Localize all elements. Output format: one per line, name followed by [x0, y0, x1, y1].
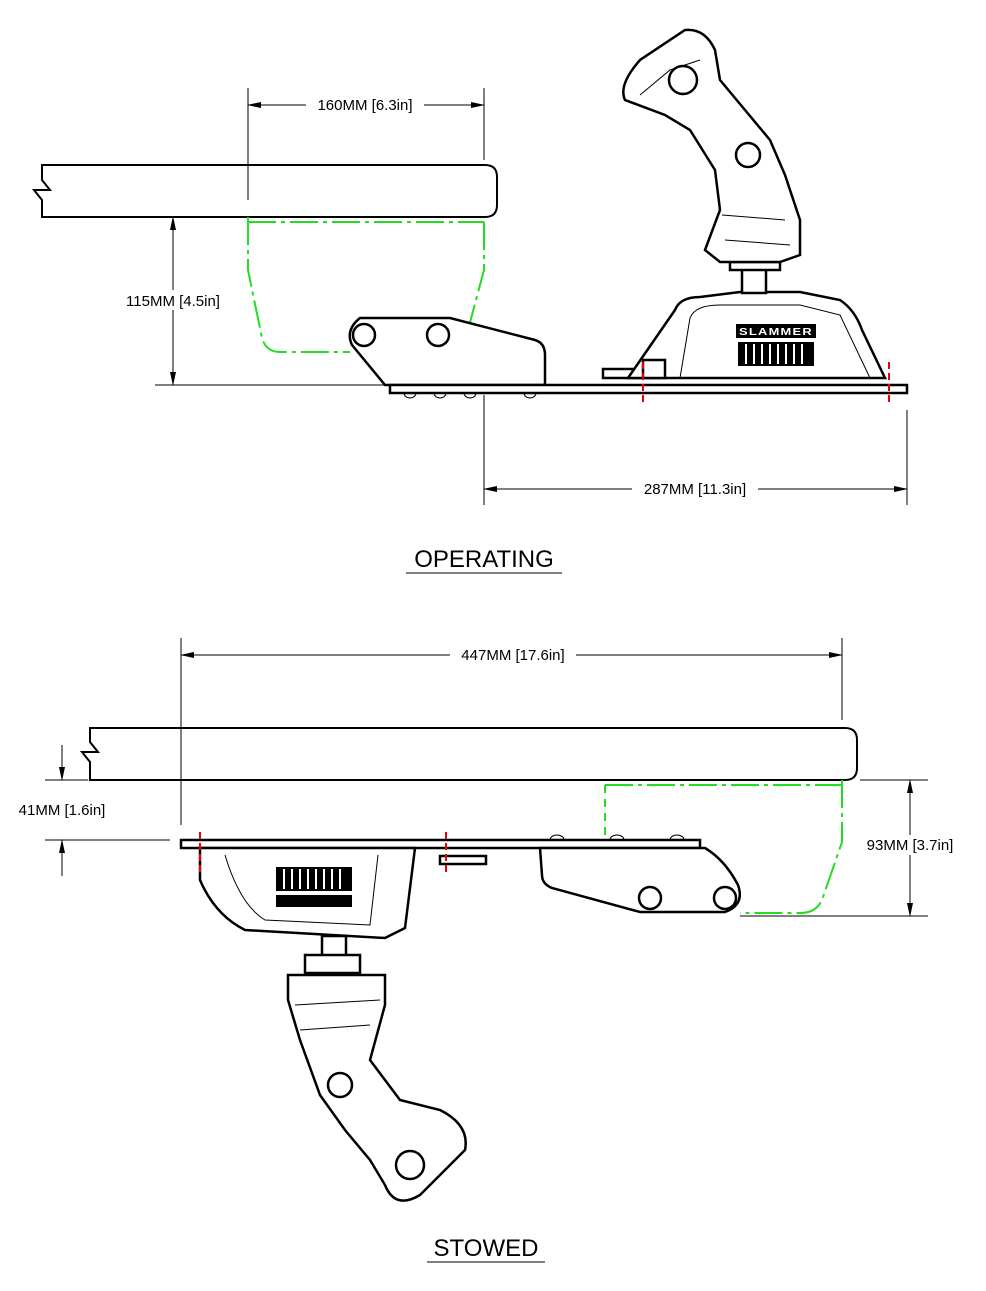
- bolts: [403, 392, 537, 399]
- dimension-label: 287MM [11.3in]: [644, 481, 746, 498]
- stowed-view: 447MM [17.6in] 41MM [1.6in] 93MM [3.7in]…: [19, 638, 962, 1263]
- dimension-label: 447MM [17.6in]: [461, 647, 564, 664]
- dimension-label: 160MM [6.3in]: [317, 97, 412, 114]
- mount-logo-text: SLAMMER: [739, 327, 813, 338]
- view-title-operating: OPERATING: [414, 546, 554, 573]
- dimension-length: 447MM [17.6in]: [180, 638, 843, 825]
- base-plate: [388, 383, 909, 395]
- mount-logo-plate: [736, 324, 816, 338]
- rod-holder-mount: SLAMMER: [601, 28, 887, 380]
- mount-bracket: [348, 316, 547, 387]
- dimension-label: 41MM [1.6in]: [19, 802, 106, 819]
- dimension-height: 115MM [4.5in]: [116, 216, 388, 386]
- view-title-stowed: STOWED: [434, 1235, 539, 1262]
- dimension-clearance: 41MM [1.6in]: [19, 745, 170, 876]
- rod-holder-mount: [198, 846, 488, 1202]
- dimension-reach: 287MM [11.3in]: [483, 395, 908, 505]
- table-board: [79, 727, 858, 781]
- operating-view: SLAMMER 160MM [6.3in] 115MM [: [31, 28, 909, 574]
- table-board: [31, 164, 498, 218]
- base-plate: [179, 838, 702, 850]
- dimension-depth: 93MM [3.7in]: [740, 779, 962, 917]
- pivot-hole: [351, 322, 377, 348]
- dimension-label: 93MM [3.7in]: [867, 837, 954, 854]
- swing-envelope: [247, 217, 485, 353]
- swing-envelope: [605, 780, 843, 914]
- pivot-hole: [712, 885, 738, 911]
- pivot-hole: [425, 322, 451, 348]
- mount-bracket: [538, 846, 742, 914]
- dimension-label: 115MM [4.5in]: [126, 293, 220, 310]
- dimension-width: 160MM [6.3in]: [247, 88, 485, 200]
- pivot-hole: [637, 885, 663, 911]
